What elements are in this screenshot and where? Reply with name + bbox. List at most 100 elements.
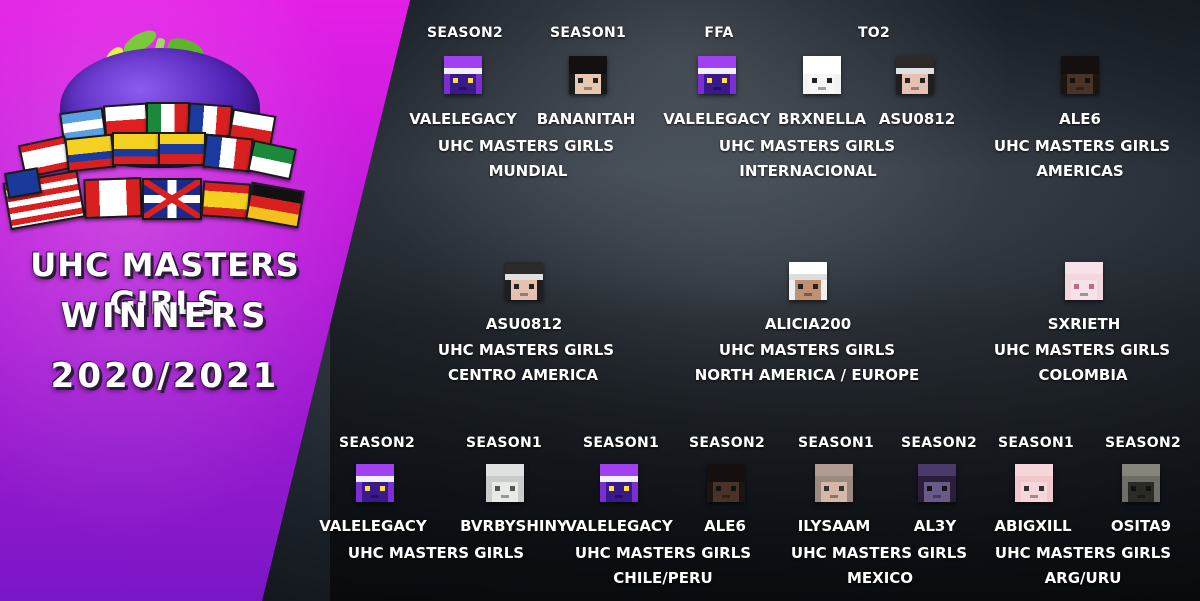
player-skin-icon [486,464,524,502]
region-name: MUNDIAL [488,162,568,180]
skin-pixel [918,476,956,482]
skin-pixel [1065,262,1103,274]
skin-pixel [624,486,629,491]
skin-pixel [798,284,803,289]
player-name: OSITA9 [1110,517,1172,535]
season-label: SEASON2 [426,25,504,41]
skin-pixel [824,486,829,491]
player-skin-icon [600,464,638,502]
season-label: SEASON1 [465,435,543,451]
player-skin-icon [444,56,482,94]
region-name: NORTH AMERICA / EUROPE [694,366,920,384]
skin-pixel [707,476,745,482]
player-skin-icon [1122,464,1160,502]
player-name: VALELEGACY [565,517,673,535]
skin-pixel [812,78,817,83]
region-name: ARG/URU [1044,569,1122,587]
skin-pixel [716,486,721,491]
skin-pixel [722,78,727,83]
skin-pixel [1070,78,1075,83]
skin-pixel [1122,464,1160,476]
skin-pixel [444,56,482,68]
skin-pixel [362,482,388,502]
skin-pixel [1071,280,1097,300]
player-name: SXRIETH [1047,315,1121,333]
skin-pixel [453,78,458,83]
player-name: ALICIA200 [764,315,852,333]
event-name: UHC MASTERS GIRLS [718,341,896,359]
player-name: VALELEGACY [663,110,771,128]
player-name: ALE6 [1059,110,1101,128]
player-skin-icon [356,464,394,502]
season-label: SEASON1 [997,435,1075,451]
skin-pixel [510,486,515,491]
region-name: MEXICO [846,569,914,587]
season-label: SEASON2 [1104,435,1182,451]
skin-pixel [924,482,950,502]
skin-pixel [511,280,537,300]
skin-pixel [813,284,818,289]
region-name: CHILE/PERU [613,569,713,587]
skin-pixel [1015,476,1053,482]
player-skin-icon [815,464,853,502]
title-line-3: 2020/2021 [50,356,280,396]
skin-pixel [896,68,934,74]
skin-pixel [722,495,730,498]
skin-pixel [606,482,632,502]
event-name: UHC MASTERS GIRLS [718,137,896,155]
skin-pixel [789,274,827,280]
skin-pixel [356,464,394,476]
skin-pixel [459,87,467,90]
skin-pixel [569,68,607,74]
season-label: FFA [704,25,734,41]
skin-pixel [450,74,476,94]
tournament-logo [0,26,330,240]
skin-pixel [444,68,482,74]
skin-pixel [803,68,841,74]
skin-pixel [902,74,928,94]
skin-pixel [609,486,614,491]
skin-pixel [578,78,583,83]
player-name: BANANITAH [536,110,636,128]
skin-pixel [821,482,847,502]
skin-pixel [1061,68,1099,74]
skin-pixel [1122,476,1160,482]
event-name: UHC MASTERS GIRLS [437,341,615,359]
skin-pixel [827,78,832,83]
skin-pixel [615,495,623,498]
title-line-1: UHC MASTERS GIRLS [30,246,300,322]
season-label: SEASON2 [900,435,978,451]
skin-pixel [1039,486,1044,491]
event-name: UHC MASTERS GIRLS [790,544,968,562]
skin-pixel [575,74,601,94]
skin-pixel [600,476,638,482]
player-skin-icon [707,464,745,502]
season-label: SEASON2 [688,435,766,451]
skin-pixel [927,486,932,491]
skin-pixel [584,87,592,90]
skin-pixel [942,486,947,491]
skin-pixel [707,464,745,476]
skin-pixel [593,78,598,83]
title-line-2: WINNERS [60,296,270,336]
skin-pixel [1067,74,1093,94]
skin-pixel [713,482,739,502]
skin-pixel [698,56,736,68]
skin-pixel [486,464,524,476]
skin-pixel [1085,78,1090,83]
skin-pixel [492,482,518,502]
skin-pixel [839,486,844,491]
skin-pixel [468,78,473,83]
skin-pixel [600,464,638,476]
player-name: ASU0812 [485,315,563,333]
skin-pixel [505,262,543,274]
skin-pixel [1146,486,1151,491]
player-skin-icon [1015,464,1053,502]
dark-hills [330,170,1200,601]
player-name: BRXNELLA [777,110,867,128]
skin-pixel [1074,284,1079,289]
skin-pixel [356,476,394,482]
player-skin-icon [918,464,956,502]
player-skin-icon [1065,262,1103,300]
skin-pixel [1137,495,1145,498]
